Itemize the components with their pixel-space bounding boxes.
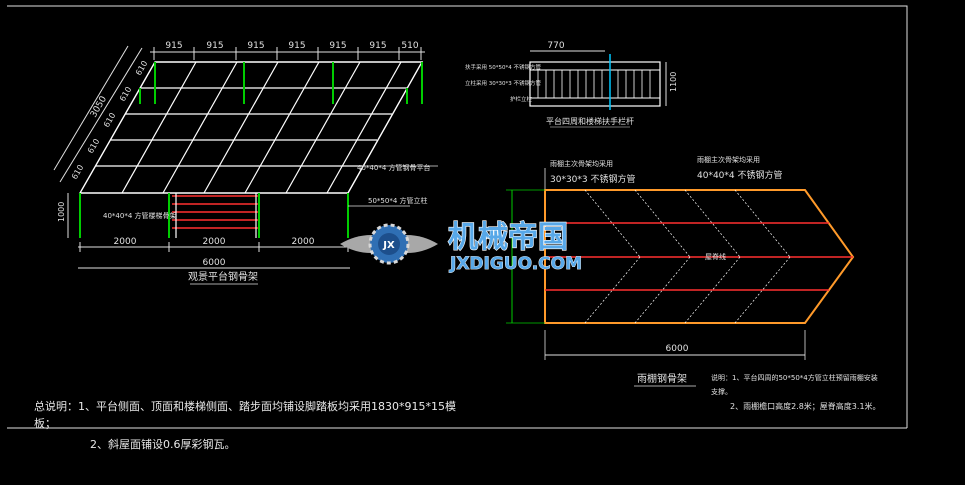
platform-title: 观景平台钢骨架 — [188, 270, 258, 283]
dim-bottom-1: 2000 — [114, 237, 137, 247]
note-line-1b: 板； — [34, 416, 56, 430]
dim-platform-total: 6000 — [203, 258, 226, 268]
callout-stair: 40*40*4 方管楼梯骨架 — [103, 211, 177, 220]
callout-post: 50*50*4 方管立柱 — [368, 196, 428, 205]
roof-note-2: 2、雨棚檐口高度2.8米；屋脊高度3.1米。 — [730, 401, 881, 411]
railing-drawing: 770 1100 扶手采用 50*50*4 不锈钢方管 立柱采用 30*30*3… — [465, 41, 678, 128]
dim-top-3: 915 — [247, 41, 264, 51]
roof-label-left-1: 雨棚主次骨架均采用 — [550, 159, 613, 168]
callout-deck: 40*40*4 方管钢骨平台 — [357, 163, 431, 172]
dim-bottom-3: 2000 — [292, 237, 315, 247]
roof-drawing: 雨棚主次骨架均采用 30*30*3 不锈钢方管 雨棚主次骨架均采用 40*40*… — [506, 155, 881, 411]
roof-title: 雨棚钢骨架 — [637, 372, 687, 385]
logo-cn: 机械帝国 — [448, 220, 568, 255]
dim-left-5: 610 — [70, 163, 85, 181]
roof-note-1b: 支撑。 — [711, 387, 732, 396]
dim-top-5: 915 — [329, 41, 346, 51]
railing-dim-width: 770 — [547, 41, 564, 51]
dim-top-1: 915 — [165, 41, 182, 51]
dim-left-2: 610 — [118, 85, 133, 103]
roof-dim-total: 6000 — [666, 344, 689, 354]
dim-left-4: 610 — [86, 137, 101, 155]
dim-top-4: 915 — [288, 41, 305, 51]
railing-label-2: 立柱采用 30*30*3 不锈钢方管 — [465, 79, 541, 87]
note-line-1: 总说明：1、平台侧面、顶面和楼梯侧面、踏步面均铺设脚踏板均采用1830*915*… — [34, 399, 456, 413]
roof-label-left-2: 30*30*3 不锈钢方管 — [550, 173, 636, 185]
logo-watermark: JX 机械帝国 JXDIGUO.COM — [340, 219, 582, 274]
railing-label-3: 护栏立柱 — [510, 95, 533, 103]
dim-left-3: 610 — [102, 111, 117, 129]
dim-top-2: 915 — [206, 41, 223, 51]
drawing-frame — [7, 5, 908, 428]
railing-dim-height: 1100 — [669, 72, 678, 92]
dim-left-1: 610 — [134, 59, 149, 77]
platform-drawing: 915 915 915 915 915 915 510 3050 610 610… — [53, 41, 438, 285]
roof-label-right-2: 40*40*4 不锈钢方管 — [697, 169, 783, 181]
logo-badge: JX — [382, 240, 395, 251]
dim-height: 1000 — [57, 202, 66, 222]
roof-label-right-1: 雨棚主次骨架均采用 — [697, 155, 760, 164]
roof-ridge-label: 屋脊线 — [705, 252, 726, 261]
general-notes: 总说明：1、平台侧面、顶面和楼梯侧面、踏步面均铺设脚踏板均采用1830*915*… — [34, 399, 456, 451]
railing-title: 平台四周和楼梯扶手栏杆 — [546, 116, 634, 126]
note-line-2: 2、斜屋面铺设0.6厚彩钢瓦。 — [90, 438, 236, 451]
roof-note-1: 说明：1、平台四周的50*50*4方管立柱预留雨棚安装 — [711, 373, 878, 382]
dim-top-6: 915 — [369, 41, 386, 51]
dim-top-7: 510 — [401, 41, 418, 51]
dim-bottom-2: 2000 — [203, 237, 226, 247]
logo-en: JXDIGUO.COM — [449, 254, 582, 274]
railing-label-1: 扶手采用 50*50*4 不锈钢方管 — [465, 63, 541, 71]
